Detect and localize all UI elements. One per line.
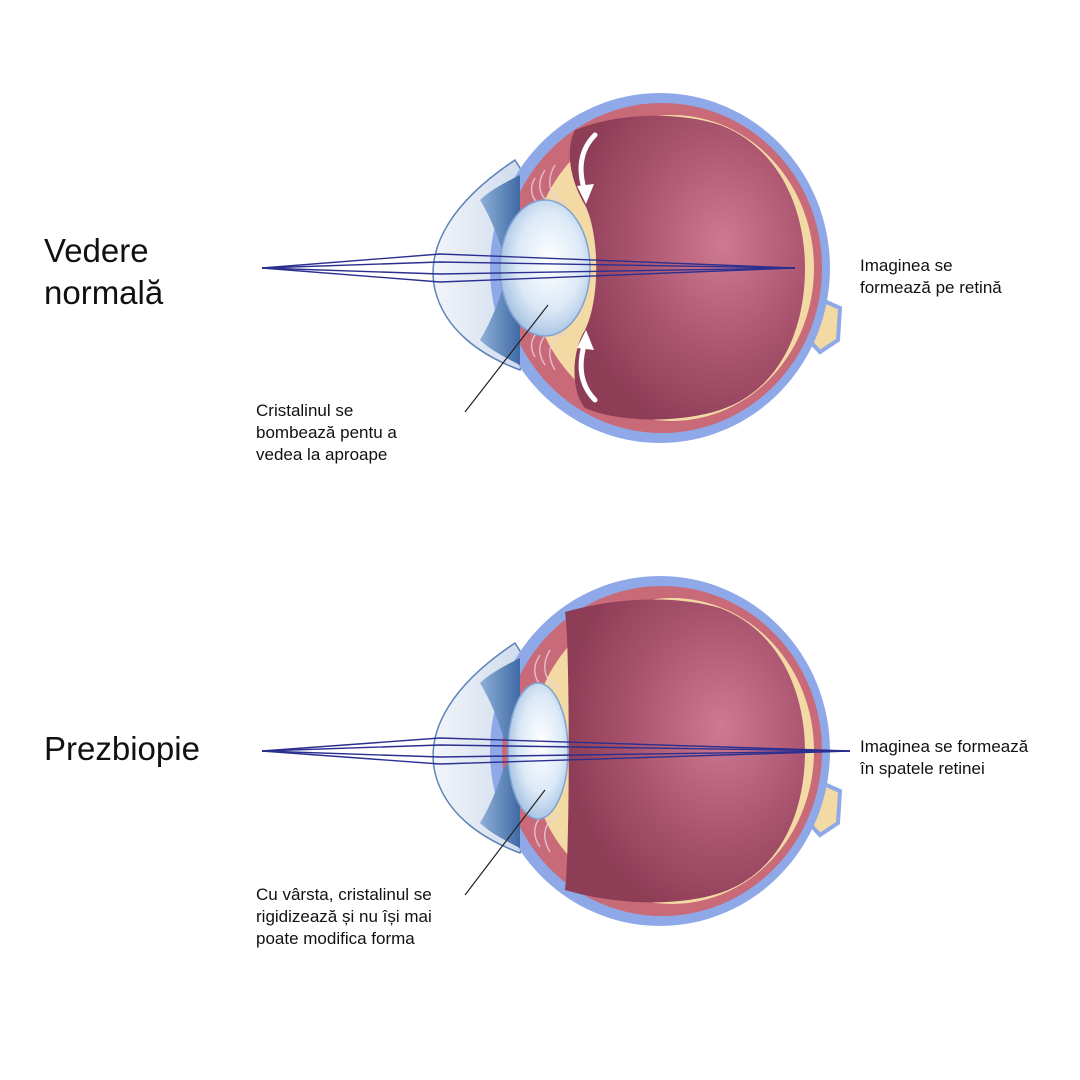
lens-pointer-line	[464, 304, 549, 413]
eye-presbyopia	[261, 576, 851, 926]
panel-title-normal: Vedere normală	[44, 230, 163, 314]
note-line: vedea la aproape	[256, 445, 388, 464]
retina-note-presbyopia: Imaginea se formează în spatele retinei	[860, 736, 1028, 780]
title-line: normală	[44, 274, 164, 311]
vitreous-body	[565, 599, 805, 903]
lens-note-presbyopia: Cu vârsta, cristalinul se rigidizează și…	[256, 884, 432, 950]
note-line: în spatele retinei	[860, 759, 985, 778]
note-line: bombează pentu a	[256, 423, 397, 442]
lens-pointer-line	[464, 789, 546, 896]
panel-title-presbyopia: Prezbiopie	[44, 728, 200, 770]
lens-rigid	[507, 682, 569, 820]
note-line: formează pe retină	[860, 278, 1002, 297]
note-line: Imaginea se formează	[860, 737, 1029, 756]
note-line: Cu vârsta, cristalinul se	[256, 885, 432, 904]
note-line: Imaginea se	[860, 256, 953, 275]
lens-bulged	[499, 199, 591, 337]
light-rays	[261, 737, 851, 765]
lens-note-normal: Cristalinul se bombează pentu a vedea la…	[256, 400, 397, 466]
retina-note-normal: Imaginea se formează pe retină	[860, 255, 1002, 299]
title-line: Vedere	[44, 232, 149, 269]
note-line: Cristalinul se	[256, 401, 354, 420]
eye-normal	[261, 93, 843, 443]
arrow-head-icon	[577, 184, 594, 204]
note-line: poate modifica forma	[256, 929, 415, 948]
arrow-head-icon	[577, 330, 594, 350]
vitreous-body	[569, 115, 805, 420]
light-rays	[261, 253, 796, 283]
note-line: rigidizează și nu își mai	[256, 907, 432, 926]
iris	[480, 658, 520, 741]
iris-lower	[480, 765, 520, 848]
title-line: Prezbiopie	[44, 730, 200, 767]
